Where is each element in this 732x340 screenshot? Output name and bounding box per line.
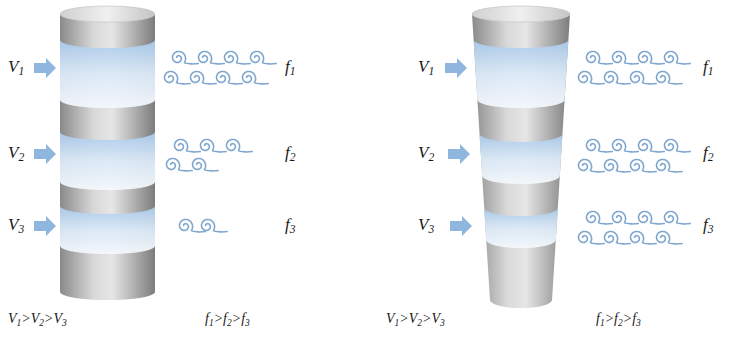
swirl [202,219,228,231]
water-band [60,40,155,108]
swirl [605,71,631,83]
swirl [243,71,269,83]
flow-arrow [448,144,470,164]
variable-label: f2 [703,144,714,161]
cylinder-body [472,14,570,308]
cylinder-body [60,14,155,300]
swirl [665,51,691,63]
swirl [665,211,691,223]
flow-arrow [445,58,467,78]
swirl [227,139,253,151]
variable-label: V2 [418,144,434,161]
cylinder-top [472,6,570,22]
variable-label: V3 [418,216,434,233]
relation-text: V1>V2>V3 [386,312,445,326]
swirl [657,71,683,83]
swirl [657,159,683,171]
water-band [480,134,563,184]
variable-label: f1 [285,58,296,75]
swirl [173,51,199,63]
swirl [587,51,613,63]
swirl [639,211,665,223]
swirl [199,51,225,63]
water-band [60,206,155,254]
swirl [191,71,217,83]
swirl [201,139,227,151]
variable-label: f1 [703,58,714,75]
relation-text: f1>f2>f3 [205,312,250,326]
swirl [613,139,639,151]
variable-label: f3 [703,216,714,233]
swirl [217,71,243,83]
flow-arrow [34,144,56,164]
vortex-swirls [165,51,691,243]
swirl [579,159,605,171]
variable-label: V3 [8,216,24,233]
water-band [60,132,155,190]
swirl [613,51,639,63]
swirl [639,139,665,151]
swirl [251,51,277,63]
variable-label: V2 [8,144,24,161]
variable-label: f3 [285,216,296,233]
swirl [665,139,691,151]
variable-label: V1 [8,58,24,75]
relation-text: f1>f2>f3 [596,312,641,326]
relation-text: V1>V2>V3 [8,312,67,326]
swirl [639,51,665,63]
swirl [579,71,605,83]
swirl [587,211,613,223]
flow-arrow [450,216,472,236]
swirl [167,158,193,170]
cylinder-drawing [60,6,570,308]
swirl [579,231,605,243]
swirl [193,158,219,170]
swirl [631,159,657,171]
variable-label: V1 [418,58,434,75]
water-band [474,40,569,108]
swirl [165,71,191,83]
flow-arrow [34,216,56,236]
swirl [225,51,251,63]
swirl [587,139,613,151]
cylinder-top [60,6,155,22]
flow-arrow [34,58,56,78]
swirl [631,71,657,83]
swirl [657,231,683,243]
swirl [613,211,639,223]
variable-label: f2 [285,144,296,161]
swirl [605,159,631,171]
water-band [484,208,558,248]
flow-arrows [34,58,472,236]
swirl [631,231,657,243]
swirl [605,231,631,243]
swirl [175,139,201,151]
